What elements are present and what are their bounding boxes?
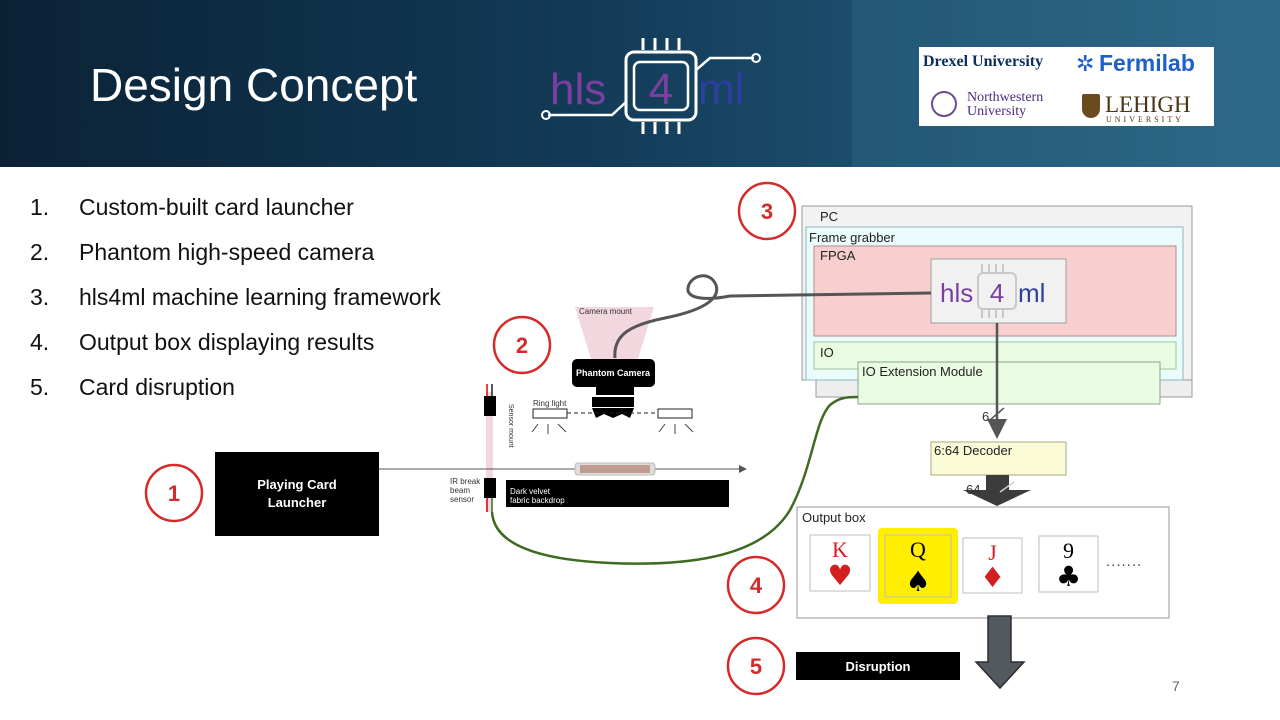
output-box-label: Output box — [802, 510, 866, 525]
ir-label-1: IR break — [450, 477, 481, 486]
velvet-backdrop — [506, 480, 729, 507]
ml-small-text: ml — [1018, 278, 1045, 308]
card-face — [1038, 535, 1099, 593]
list-text: hls4ml machine learning framework — [79, 284, 441, 310]
marker-3 — [737, 181, 797, 241]
decoder-box — [930, 441, 1067, 476]
partner-logos: Drexel University ✲ Fermilab Northwester… — [919, 47, 1214, 126]
marker-1 — [144, 463, 204, 523]
io-extension-box — [857, 361, 1161, 405]
camera-mount-label: Camera mount — [579, 307, 633, 316]
northwestern-line2: University — [967, 104, 1027, 119]
card-rank: K — [832, 537, 848, 562]
marker-2 — [492, 315, 552, 375]
lehigh-logo: LEHIGH — [1105, 92, 1191, 117]
lehigh-sub: UNIVERSITY — [1106, 115, 1184, 124]
card-suit-icon: ♦ — [980, 561, 1005, 594]
phantom-camera-label: Phantom Camera — [576, 368, 651, 378]
disruption-box — [796, 652, 960, 680]
ring-light-right — [657, 408, 693, 419]
backdrop-label-2: fabric backdrop — [510, 496, 565, 505]
launcher-label-1: Playing Card — [257, 477, 337, 492]
disruption-label: Disruption — [846, 659, 911, 674]
marker-4-label: 4 — [750, 573, 763, 598]
list-number: 2. — [30, 239, 50, 265]
io-label: IO — [820, 345, 834, 360]
list-item: 5. Card disruption — [30, 372, 450, 403]
playing-card: J♦ — [962, 537, 1023, 594]
camera-mount — [575, 307, 654, 362]
card-rank: 9 — [1063, 538, 1074, 563]
lehigh-shield-icon — [1082, 94, 1100, 118]
decoder-label: 6:64 Decoder — [934, 443, 1013, 458]
northwestern-seal-icon — [931, 91, 957, 117]
fermilab-icon: ✲ — [1076, 51, 1095, 76]
slide-title: Design Concept — [90, 59, 418, 111]
phantom-camera — [572, 359, 655, 387]
list-number: 5. — [30, 374, 50, 400]
decoder-to-output-arrow — [963, 475, 1031, 506]
list-text: Card disruption — [79, 374, 235, 400]
marker-4 — [726, 555, 786, 615]
camera-cable — [613, 274, 932, 359]
sensor-mount-label: Sensor mount — [507, 404, 514, 448]
pc-label: PC — [820, 209, 838, 224]
list-item: 2. Phantom high-speed camera — [30, 237, 450, 268]
cards-layer: K♥Q♠J♦9♣ — [809, 528, 1099, 604]
list-text: Phantom high-speed camera — [79, 239, 375, 265]
playing-card: K♥ — [809, 534, 871, 592]
list-text: Output box displaying results — [79, 329, 375, 355]
card-launcher — [215, 452, 379, 536]
frame-grabber-label: Frame grabber — [809, 230, 896, 245]
card-rank: Q — [910, 537, 926, 562]
page-number: 7 — [1172, 678, 1180, 694]
ring-light-label: Ring light — [533, 399, 567, 408]
bus-6-label: 6 — [982, 409, 989, 424]
sensor-io-cable — [490, 395, 859, 565]
concept-list: 1. Custom-built card launcher 2. Phantom h… — [30, 192, 450, 417]
card-suit-icon: ♥ — [827, 559, 852, 592]
hls-small-text: hls — [940, 278, 973, 308]
ir-sensor — [484, 478, 496, 498]
backdrop-label-1: Dark velvet — [510, 487, 551, 496]
more-cards-ellipsis: ....... — [1106, 553, 1142, 570]
fpga-label: FPGA — [820, 248, 856, 263]
hls4ml-fpga-logo — [930, 258, 1067, 324]
list-item: 4. Output box displaying results — [30, 327, 450, 358]
io-extension-label: IO Extension Module — [862, 364, 983, 379]
card-suit-icon: ♠ — [905, 565, 930, 598]
playing-card: Q♠ — [878, 528, 958, 604]
marker-1-label: 1 — [168, 481, 180, 506]
card-face — [809, 534, 871, 592]
output-to-disruption-arrow — [974, 615, 1026, 690]
list-item: 1. Custom-built card launcher — [30, 192, 450, 223]
northwestern-line1: Northwestern — [967, 90, 1044, 105]
marker-3-label: 3 — [761, 199, 773, 224]
list-text: Custom-built card launcher — [79, 194, 354, 220]
northwestern-logo: Northwestern University — [967, 91, 1043, 119]
list-number: 3. — [30, 284, 50, 310]
card-suit-icon: ♣ — [1056, 560, 1081, 593]
ir-label-3: sensor — [450, 495, 474, 504]
list-item: 3. hls4ml machine learning framework — [30, 282, 450, 313]
drexel-logo: Drexel University — [923, 53, 1044, 70]
sensor-mount — [486, 392, 493, 512]
launcher-label-2: Launcher — [268, 495, 327, 510]
marker-5 — [726, 636, 786, 696]
marker-2-label: 2 — [516, 333, 528, 358]
card-rank: J — [988, 540, 997, 565]
fermilab-logo: Fermilab — [1099, 50, 1195, 76]
ir-label-2: beam — [450, 486, 470, 495]
card-face — [884, 534, 952, 598]
list-number: 1. — [30, 194, 50, 220]
four-small-text: 4 — [990, 278, 1004, 308]
bus-slash — [989, 407, 1005, 421]
marker-5-label: 5 — [750, 654, 762, 679]
playing-card: 9♣ — [1038, 535, 1099, 593]
card-face — [962, 537, 1023, 594]
ring-light-left — [532, 408, 568, 419]
list-number: 4. — [30, 329, 50, 355]
bus-64-label: 64 — [966, 482, 980, 497]
